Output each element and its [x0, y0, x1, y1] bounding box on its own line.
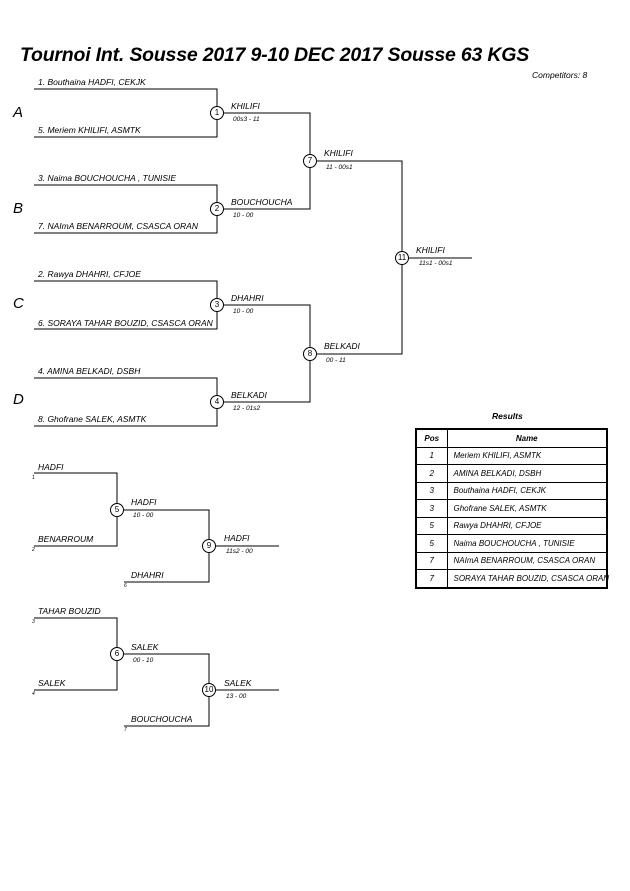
match-number-7: 7	[303, 154, 317, 168]
result-name: AMINA BELKADI, DSBH	[446, 464, 608, 483]
pool-label-d: D	[13, 391, 24, 408]
entrant-3: 3. Naima BOUCHOUCHA , TUNISIE	[38, 173, 177, 183]
match-number-3: 3	[210, 298, 224, 312]
rep1-bottom-name: BENARROUM	[38, 534, 94, 544]
match-8-winner: BELKADI	[324, 341, 360, 351]
match-1-winner: KHILIFI	[231, 101, 260, 111]
final-score: 11s1 - 00s1	[419, 260, 453, 267]
result-pos: 7	[415, 569, 448, 588]
result-pos: 3	[415, 481, 448, 500]
match-2-winner: BOUCHOUCHA	[231, 197, 293, 207]
match-9-score: 11s2 - 00	[226, 548, 253, 555]
result-name: Bouthaina HADFI, CEKJK	[446, 481, 608, 500]
match-number-1: 1	[210, 106, 224, 120]
result-pos: 5	[415, 534, 448, 553]
final-winner: KHILIFI	[416, 245, 445, 255]
result-pos: 2	[415, 464, 448, 483]
match-1-score: 00s3 - 11	[233, 116, 260, 123]
result-pos: 5	[415, 516, 448, 535]
entrant-6: 6. SORAYA TAHAR BOUZID, CSASCA ORAN	[38, 318, 213, 328]
match-number-5: 5	[110, 503, 124, 517]
results-header-pos: Pos	[415, 428, 448, 448]
results-header-row: Pos Name	[415, 428, 608, 448]
result-name: Naima BOUCHOUCHA , TUNISIE	[446, 534, 608, 553]
match-5-score: 10 - 00	[133, 512, 154, 519]
rep2-third-name: BOUCHOUCHA	[131, 714, 193, 724]
entrant-8: 8. Ghofrane SALEK, ASMTK	[38, 414, 147, 424]
pool-label-a: A	[13, 104, 24, 121]
match-3-score: 10 - 00	[233, 308, 254, 315]
rep2-bottom-name: SALEK	[38, 678, 66, 688]
result-name: Rawya DHAHRI, CFJOE	[446, 516, 608, 535]
match-number-6: 6	[110, 647, 124, 661]
result-name: NAImA BENARROUM, CSASCA ORAN	[446, 551, 608, 570]
entrant-2: 2. Rawya DHAHRI, CFJOE	[38, 269, 141, 279]
match-number-9: 9	[202, 539, 216, 553]
match-2-score: 10 - 00	[233, 212, 254, 219]
rep1-top-tag: 1	[32, 475, 35, 481]
match-number-4: 4	[210, 395, 224, 409]
entrant-7: 7. NAImA BENARROUM, CSASCA ORAN	[38, 221, 198, 231]
results-header-name: Name	[446, 428, 608, 448]
competitors-count: Competitors: 8	[532, 70, 588, 80]
entrant-4: 4. AMINA BELKADI, DSBH	[38, 366, 141, 376]
match-number-8: 8	[303, 347, 317, 361]
match-9-winner: HADFI	[224, 533, 250, 543]
rep2-top-name: TAHAR BOUZID	[38, 606, 101, 616]
match-7-winner: KHILIFI	[324, 148, 353, 158]
rep1-third-tag: 6	[124, 583, 127, 589]
match-7-score: 11 - 00s1	[326, 164, 353, 171]
pool-label-b: B	[13, 200, 24, 217]
match-4-score: 12 - 01s2	[233, 405, 261, 412]
match-10-score: 13 - 00	[226, 693, 247, 700]
rep2-third-tag: 7	[124, 727, 127, 733]
match-number-2: 2	[210, 202, 224, 216]
result-name: Ghofrane SALEK, ASMTK	[446, 499, 608, 518]
match-5-winner: HADFI	[131, 497, 157, 507]
result-pos: 1	[415, 446, 448, 465]
match-4-winner: BELKADI	[231, 390, 267, 400]
rep1-bottom-tag: 2	[32, 547, 35, 553]
entrant-5: 5. Meriem KHILIFI, ASMTK	[38, 125, 141, 135]
page-title: Tournoi Int. Sousse 2017 9-10 DEC 2017 S…	[20, 44, 530, 66]
match-6-winner: SALEK	[131, 642, 159, 652]
match-8-score: 00 - 11	[326, 357, 346, 364]
entrant-1: 1. Bouthaina HADFI, CEKJK	[38, 77, 146, 87]
rep2-top-tag: 3	[32, 619, 35, 625]
pool-label-c: C	[13, 295, 24, 312]
rep1-third-name: DHAHRI	[131, 570, 164, 580]
result-pos: 3	[415, 499, 448, 518]
result-name: SORAYA TAHAR BOUZID, CSASCA ORAN	[446, 569, 609, 588]
results-title: Results	[492, 411, 523, 421]
match-10-winner: SALEK	[224, 678, 252, 688]
result-name: Meriem KHILIFI, ASMTK	[446, 446, 608, 465]
rep2-bottom-tag: 4	[32, 691, 35, 697]
match-number-10: 10	[202, 683, 216, 697]
match-6-score: 00 - 10	[133, 657, 154, 664]
match-3-winner: DHAHRI	[231, 293, 264, 303]
rep1-top-name: HADFI	[38, 462, 64, 472]
match-number-11: 11	[395, 251, 409, 265]
result-pos: 7	[415, 551, 448, 570]
